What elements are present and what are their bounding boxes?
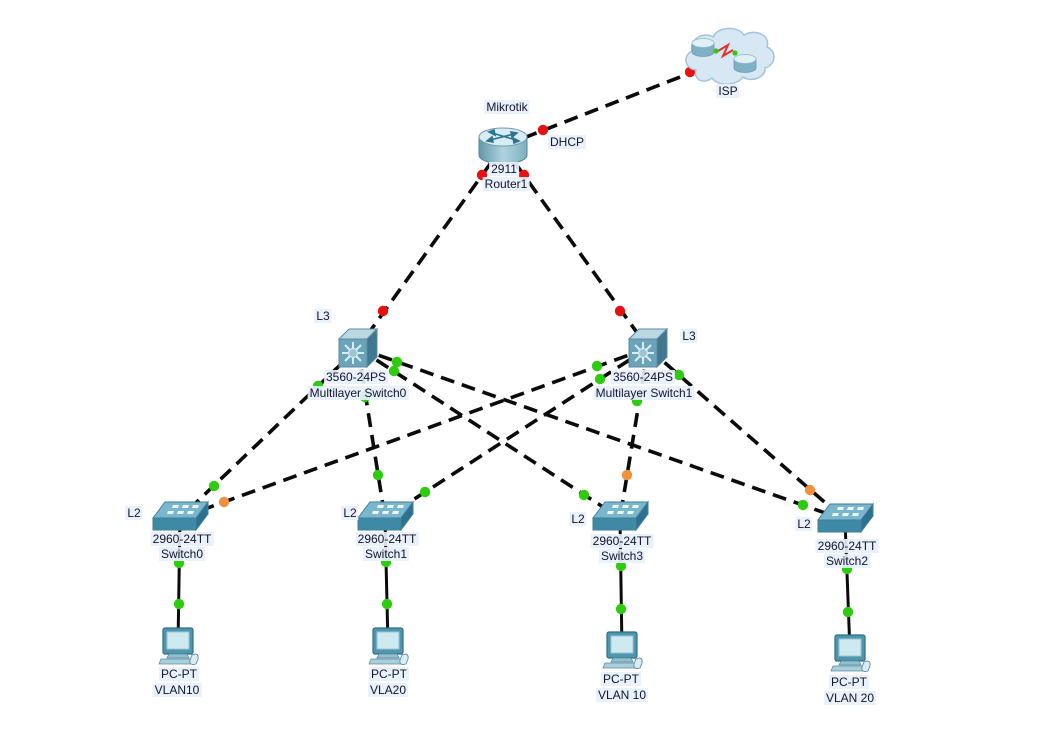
- status-dot: [614, 305, 626, 317]
- label-mls1-model: 3560-24PS: [610, 370, 676, 384]
- link-mls0-switch0[interactable]: [178, 346, 360, 520]
- device-pc-vlan-10[interactable]: [599, 630, 645, 672]
- status-dot: [388, 365, 400, 377]
- label-switch0-name: Switch0: [158, 547, 206, 561]
- label-switch1-annotation: L2: [341, 506, 359, 520]
- label-mls0-model: 3560-24PS: [323, 370, 389, 384]
- label-pc3-name: VLAN 10: [595, 688, 649, 702]
- status-dot: [804, 484, 816, 496]
- label-pc3-model: PC-PT: [601, 672, 641, 686]
- label-mls1-name: Multilayer Switch1: [593, 386, 695, 400]
- label-router1-annotation: Mikrotik: [484, 100, 530, 114]
- label-pc0-name: VLAN10: [152, 683, 202, 697]
- label-pc0-model: PC-PT: [159, 667, 199, 681]
- label-mls0-annotation: L3: [314, 309, 332, 323]
- status-dot: [391, 356, 403, 368]
- device-pc-vlan10[interactable]: [155, 626, 201, 668]
- device-pc-vlan-20[interactable]: [827, 633, 873, 675]
- label-switch1-name: Switch1: [362, 547, 410, 561]
- status-dot: [578, 489, 590, 501]
- label-switch3-annotation: L2: [569, 512, 587, 526]
- status-dot: [208, 480, 220, 492]
- link-mls0-switch2[interactable]: [357, 346, 846, 522]
- label-pc1-name: VLA20: [367, 683, 409, 697]
- device-switch2[interactable]: [816, 501, 874, 539]
- label-switch0-annotation: L2: [125, 506, 143, 520]
- link-mls0-switch3[interactable]: [357, 346, 621, 520]
- device-switch3[interactable]: [591, 499, 649, 537]
- label-mls1-annotation: L3: [680, 329, 698, 343]
- label-switch1-model: 2960-24TT: [355, 532, 419, 546]
- link-router1-isp[interactable]: [502, 61, 717, 148]
- status-dot: [673, 369, 685, 381]
- label-isp-name: ISP: [716, 84, 740, 98]
- label-switch2-name: Switch2: [823, 554, 871, 568]
- link-mls1-switch0[interactable]: [179, 346, 649, 520]
- status-dot: [377, 305, 389, 317]
- status-dot: [621, 469, 633, 481]
- label-switch2-annotation: L2: [795, 517, 813, 531]
- label-pc2-model: PC-PT: [829, 675, 869, 689]
- status-dot: [372, 469, 384, 481]
- label-router1-name: Router1: [482, 177, 530, 191]
- status-dot: [173, 598, 185, 610]
- status-dot: [419, 486, 431, 498]
- label-pc1-model: PC-PT: [369, 667, 409, 681]
- label-pc2-name: VLAN 20: [823, 691, 877, 705]
- status-dot: [218, 496, 230, 508]
- status-dot: [615, 560, 627, 572]
- status-dot: [381, 598, 393, 610]
- device-multilayer-switch1[interactable]: [626, 326, 670, 370]
- device-isp-cloud[interactable]: [680, 26, 778, 88]
- device-pc-vla20[interactable]: [365, 626, 411, 668]
- status-dot: [537, 124, 549, 136]
- label-router1-model: 2911: [489, 162, 519, 176]
- device-multilayer-switch0[interactable]: [336, 326, 380, 370]
- label-mls0-name: Multilayer Switch0: [307, 386, 409, 400]
- label-switch2-model: 2960-24TT: [815, 539, 879, 553]
- status-dot: [842, 606, 854, 618]
- label-switch3-name: Switch3: [598, 549, 646, 563]
- label-router1-port-note: DHCP: [547, 135, 587, 149]
- status-dot: [594, 373, 606, 385]
- label-switch3-model: 2960-24TT: [590, 534, 654, 548]
- status-dot: [591, 360, 603, 372]
- device-router1[interactable]: [477, 126, 529, 166]
- status-dot: [797, 499, 809, 511]
- status-dot: [615, 603, 627, 615]
- label-switch0-model: 2960-24TT: [150, 532, 214, 546]
